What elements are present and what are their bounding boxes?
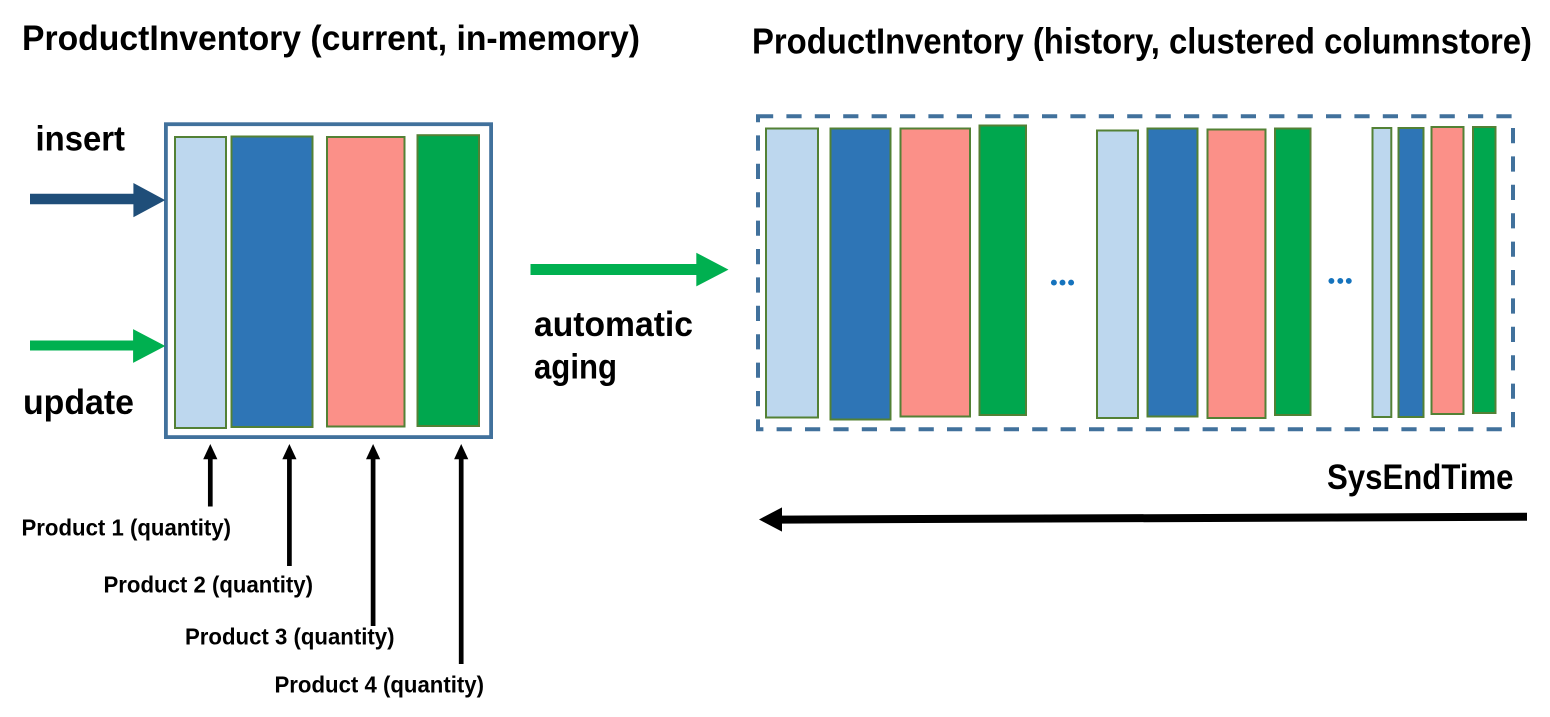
svg-text:SysEndTime: SysEndTime (1327, 458, 1514, 497)
svg-text:Product 3 (quantity): Product 3 (quantity) (185, 624, 395, 650)
svg-text:Product 2 (quantity): Product 2 (quantity) (104, 572, 314, 598)
svg-text:Product 1 (quantity): Product 1 (quantity) (22, 515, 232, 541)
svg-text:insert: insert (36, 120, 126, 159)
svg-text:update: update (23, 383, 134, 422)
svg-text:aging: aging (534, 348, 617, 387)
svg-text:automatic: automatic (534, 305, 693, 344)
svg-text:ProductInventory (history, clu: ProductInventory (history, clustered col… (752, 21, 1532, 62)
svg-text:ProductInventory (current, in-: ProductInventory (current, in-memory) (22, 19, 640, 58)
svg-text:Product 4 (quantity): Product 4 (quantity) (275, 672, 485, 698)
